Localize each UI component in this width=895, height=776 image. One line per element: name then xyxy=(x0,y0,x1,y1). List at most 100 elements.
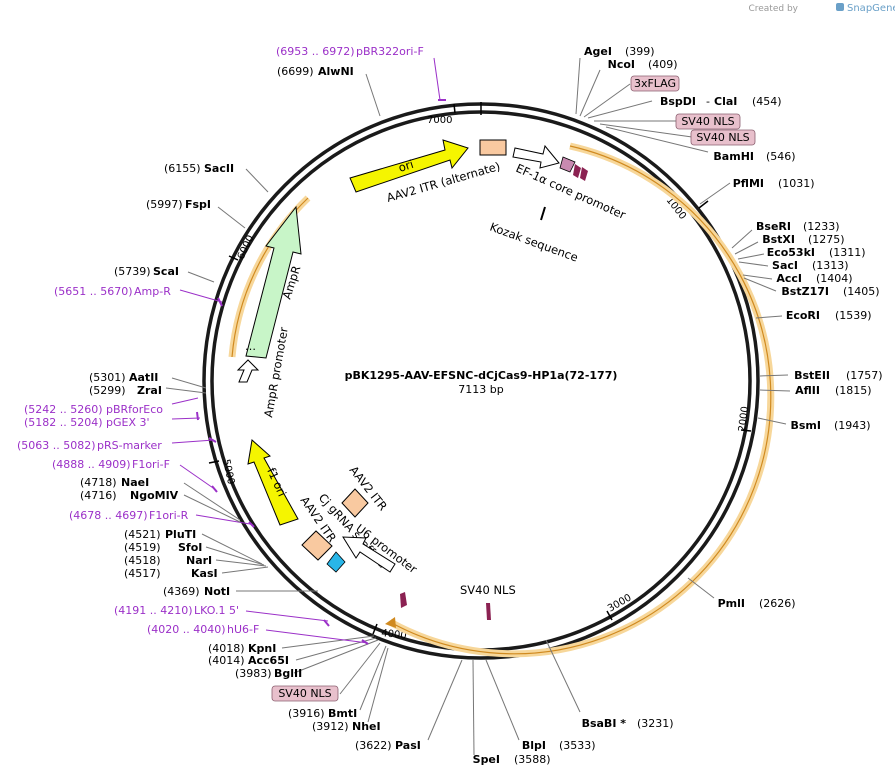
f1-ori-arrow xyxy=(247,439,299,526)
enzyme-ageI-pos: (399) xyxy=(625,45,655,58)
label-sv40-nls-2-box xyxy=(690,129,756,146)
ampr-dots: … xyxy=(245,340,256,353)
enzyme-kasi-name: KasI xyxy=(191,567,218,580)
enzyme-nhei-name: NheI xyxy=(352,720,381,733)
enzyme-blpi-name: BlpI xyxy=(522,739,546,752)
primer-pbr322orif-range: (6953 .. 6972) xyxy=(276,45,355,58)
cds-line-main xyxy=(389,145,772,655)
primer-prsmarker-name: pRS-marker xyxy=(97,439,162,452)
enzyme-noti-name: NotI xyxy=(204,585,230,598)
enzyme-kasi-pos: (4517) xyxy=(124,567,161,580)
enzyme-ngomiv-pos: (4716) xyxy=(80,489,117,502)
enzyme-naei-pos: (4718) xyxy=(80,476,117,489)
enzyme-bsabi-name: BsaBI * xyxy=(582,717,627,730)
primer-pgex-range: (5182 .. 5204) xyxy=(24,416,103,429)
label-sv40-nls-3: SV40 NLS xyxy=(278,687,331,700)
aav2-itr-2-box xyxy=(301,530,333,561)
enzyme-bmti-name: BmtI xyxy=(328,707,357,720)
primer-pbr322orif-name: pBR322ori-F xyxy=(356,45,424,58)
enzyme-pasi-pos: (3622) xyxy=(355,739,392,752)
credit-prefix: Created by xyxy=(748,4,798,14)
ampr-promoter-arrow xyxy=(236,359,260,383)
primer-ampr-name: Amp-R xyxy=(134,285,171,298)
enzyme-bspdi-pos: (454) xyxy=(752,95,782,108)
enzyme-zrai-name: ZraI xyxy=(137,384,162,397)
enzyme-scai-name: ScaI xyxy=(153,265,179,278)
primer-pgex-name: pGEX 3' xyxy=(106,416,150,429)
enzyme-blpi-pos: (3533) xyxy=(559,739,596,752)
kozak-label: Kozak sequence xyxy=(488,220,580,265)
enzyme-sacii-pos: (6155) xyxy=(164,162,201,175)
enzyme-alwni-pos: (6699) xyxy=(277,65,314,78)
enzyme-aatii-pos: (5301) xyxy=(89,371,126,384)
primer-pbrforeco-name: pBRforEco xyxy=(106,403,163,416)
label-sv40-nls-2: SV40 NLS xyxy=(696,131,749,144)
kozak-marker xyxy=(540,206,546,221)
tick-7000 xyxy=(453,103,456,114)
enzyme-fspi-pos: (5997) xyxy=(146,198,183,211)
enzyme-bstz17i-name: BstZ17I xyxy=(781,285,829,298)
enzyme-acc65i-pos: (4014) xyxy=(208,654,245,667)
enzyme-pluti-name: PluTI xyxy=(165,528,196,541)
ori-label: ori xyxy=(397,157,416,175)
enzyme-clai-name: ClaI xyxy=(714,95,737,108)
enzyme-sfoi-name: SfoI xyxy=(178,541,202,554)
enzyme-acci-pos: (1404) xyxy=(816,272,853,285)
enzyme-eco53ki-pos: (1311) xyxy=(829,246,866,259)
enzyme-bspdi-name: BspDI xyxy=(660,95,696,108)
enzyme-pluti-pos: (4521) xyxy=(124,528,161,541)
nls-marker-1 xyxy=(573,164,581,178)
enzyme-ncoI-name: NcoI xyxy=(608,58,635,71)
tick-label-7000: 7000 xyxy=(427,115,452,126)
tick-6000 xyxy=(228,255,239,261)
enzyme-alwni-name: AlwNI xyxy=(318,65,354,78)
aav2-itr-alt-box xyxy=(479,139,507,156)
tick-label-4000: 4000 xyxy=(381,628,407,642)
u6-promoter-arrow xyxy=(342,536,396,573)
nls-marker-2 xyxy=(580,167,588,181)
nls-marker-3 xyxy=(400,592,407,608)
enzyme-bspdi-sep: - xyxy=(706,95,710,108)
enzyme-eco53ki-name: Eco53kI xyxy=(767,246,815,259)
enzyme-naei-name: NaeI xyxy=(121,476,149,489)
enzyme-pflmi-pos: (1031) xyxy=(778,177,815,190)
enzyme-ageI-name: AgeI xyxy=(584,45,612,58)
enzyme-bglii-pos: (3983) xyxy=(235,667,272,680)
u6-blue-arrow xyxy=(326,551,346,573)
enzyme-bsteii-name: BstEII xyxy=(794,369,830,382)
primer-f1orif-name: F1ori-F xyxy=(132,458,170,471)
enzyme-acc65i-name: Acc65I xyxy=(248,654,289,667)
cds-highlight-main xyxy=(388,142,775,658)
tick-1000 xyxy=(698,200,709,209)
tick-label-5000: 5000 xyxy=(220,458,236,485)
tick-label-2000: 2000 xyxy=(737,406,751,433)
enzyme-bamhi-pos: (546) xyxy=(766,150,796,163)
primer-f1orir-range: (4678 .. 4697) xyxy=(69,509,148,522)
ef1a-small-feature xyxy=(559,156,576,173)
enzyme-pasi-name: PasI xyxy=(395,739,421,752)
label-sv40-nls-1: SV40 NLS xyxy=(681,115,734,128)
enzyme-sfoi-pos: (4519) xyxy=(124,541,161,554)
ef1a-promoter-arrow xyxy=(512,144,560,169)
label-3xflag-box xyxy=(630,75,680,92)
enzyme-pflmi-name: PflMI xyxy=(733,177,764,190)
aav2-itr-1-box xyxy=(341,488,369,518)
enzyme-bmti-pos: (3916) xyxy=(288,707,325,720)
enzyme-bsabi-pos: (3231) xyxy=(637,717,674,730)
primer-ampr-range: (5651 .. 5670) xyxy=(54,285,133,298)
enzyme-bsmi-name: BsmI xyxy=(791,419,822,432)
enzyme-ncoI-pos: (409) xyxy=(648,58,678,71)
enzyme-pmli-pos: (2626) xyxy=(759,597,796,610)
primer-pbrforeco-range: (5242 .. 5260) xyxy=(24,403,103,416)
enzyme-sacii-name: SacII xyxy=(204,162,234,175)
enzyme-scai-pos: (5739) xyxy=(114,265,151,278)
enzyme-bseri-name: BseRI xyxy=(756,220,791,233)
snapgene-logo-icon xyxy=(836,3,844,11)
enzyme-fspi-name: FspI xyxy=(185,198,211,211)
cds-arrowhead xyxy=(385,617,396,628)
plasmid-length: 7113 bp xyxy=(458,383,503,396)
enzyme-aatii-name: AatII xyxy=(129,371,158,384)
enzyme-bglii-name: BglII xyxy=(274,667,302,680)
plasmid-title: pBK1295-AAV-EFSNC-dCjCas9-HP1a(72-177) xyxy=(345,369,618,382)
